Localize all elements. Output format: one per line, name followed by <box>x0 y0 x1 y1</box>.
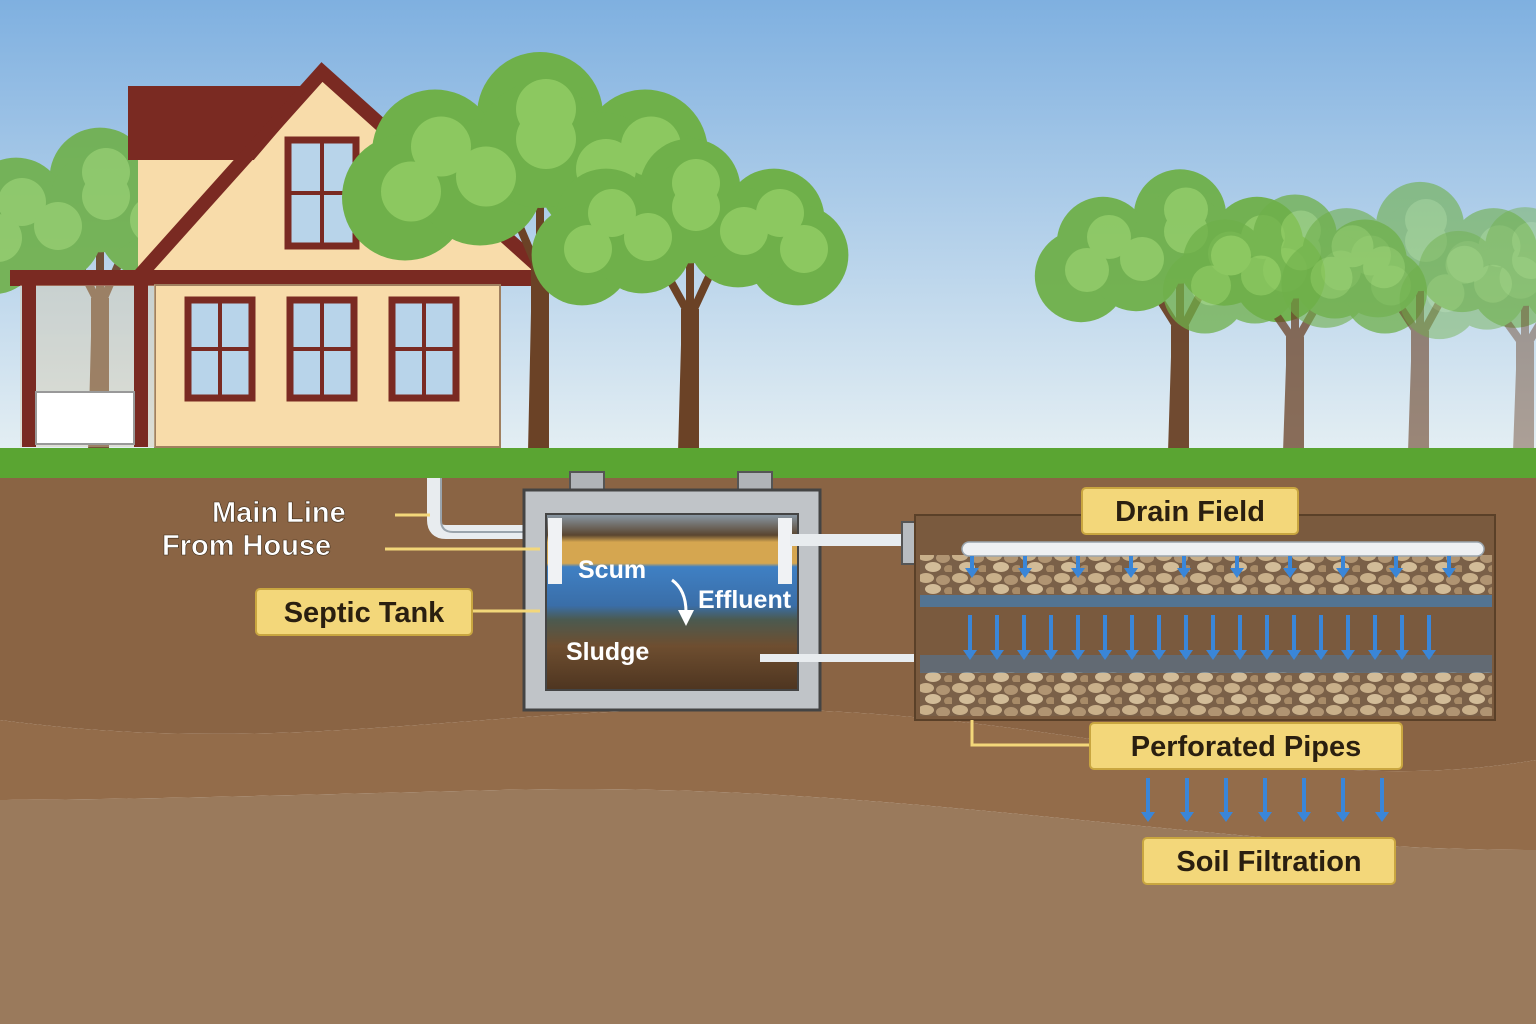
septic-tank-callout: Septic Tank <box>255 588 473 636</box>
effluent-arrowhead <box>678 610 694 626</box>
flow-arrow <box>1258 778 1272 822</box>
main-line-label-1: Main Line <box>212 497 346 529</box>
flow-arrow <box>1152 615 1166 660</box>
flow-arrow <box>1098 615 1112 660</box>
soil-filtration-callout: Soil Filtration <box>1142 837 1396 885</box>
tree <box>1281 181 1536 453</box>
flow-arrow <box>1180 778 1194 822</box>
svg-text:Septic Tank: Septic Tank <box>284 597 445 629</box>
flow-arrow <box>1071 556 1085 578</box>
drain-field-callout: Drain Field <box>1081 487 1299 535</box>
flow-arrow <box>1177 556 1191 578</box>
flow-arrow <box>1141 778 1155 822</box>
scum-label: Scum <box>578 556 646 584</box>
main-line-label-2: From House <box>162 530 331 562</box>
flow-arrow <box>1341 615 1355 660</box>
flow-arrow <box>1395 615 1409 660</box>
drain-field <box>914 514 1496 721</box>
perforated-pipes-callout: Perforated Pipes <box>1089 722 1403 770</box>
svg-text:Drain Field: Drain Field <box>1115 496 1265 528</box>
flow-arrow <box>1233 615 1247 660</box>
flow-arrow <box>1283 556 1297 578</box>
flow-arrow <box>1124 556 1138 578</box>
leader-lines <box>385 513 1090 747</box>
flow-arrow <box>1297 778 1311 822</box>
flow-arrow <box>1375 778 1389 822</box>
effluent-label: Effluent <box>698 586 792 614</box>
flow-arrow <box>1336 778 1350 822</box>
flow-arrow <box>1071 615 1085 660</box>
foreground-trees <box>342 52 849 453</box>
flow-arrow <box>1044 615 1058 660</box>
tree <box>531 138 849 453</box>
flow-arrows <box>963 556 1456 822</box>
flow-arrow <box>1017 615 1031 660</box>
flow-arrow <box>1287 615 1301 660</box>
flow-arrow <box>1125 615 1139 660</box>
perforated-pipe <box>961 541 1485 557</box>
flow-arrow <box>1389 556 1403 578</box>
tree <box>1399 207 1536 453</box>
flow-arrow <box>963 615 977 660</box>
flow-arrow <box>965 556 979 578</box>
flow-arrow <box>1442 556 1456 578</box>
flow-arrow <box>1219 778 1233 822</box>
flow-arrow <box>1368 615 1382 660</box>
flow-arrow <box>990 615 1004 660</box>
flow-arrow <box>1260 615 1274 660</box>
sludge-label: Sludge <box>566 638 649 666</box>
septic-tank <box>522 471 822 712</box>
flow-arrow <box>1230 556 1244 578</box>
effluent-arrow <box>671 578 688 613</box>
main-line-pipe <box>427 478 563 580</box>
flow-arrow <box>1314 615 1328 660</box>
flow-arrow <box>1422 615 1436 660</box>
flow-arrow <box>1336 556 1350 578</box>
flow-arrow <box>1018 556 1032 578</box>
svg-text:Perforated Pipes: Perforated Pipes <box>1131 731 1361 763</box>
flow-arrow <box>1179 615 1193 660</box>
svg-text:Soil Filtration: Soil Filtration <box>1176 846 1361 878</box>
flow-arrow <box>1206 615 1220 660</box>
